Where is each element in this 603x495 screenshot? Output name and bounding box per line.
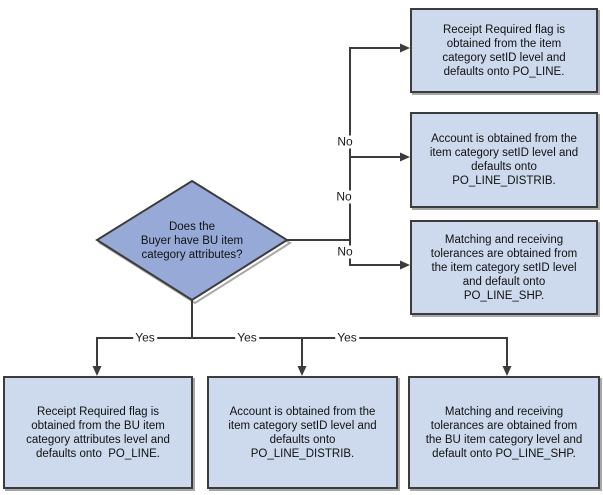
yes-edge-label-1: Yes [133, 330, 157, 345]
no-edge-label-3: No [335, 244, 355, 259]
no-box-tolerances: Matching and receiving tolerances are ob… [410, 220, 598, 315]
no-edge-label-1: No [335, 134, 355, 149]
yes-box-receipt-required: Receipt Required flag is obtained from t… [3, 376, 193, 489]
arrowhead-no-3 [400, 260, 410, 270]
yes-edge-label-2: Yes [235, 330, 259, 345]
yes-box-tolerances: Matching and receiving tolerances are ob… [408, 376, 600, 489]
arrowhead-yes-3 [502, 366, 512, 376]
decision-text: Does the Buyer have BU item category att… [140, 220, 244, 261]
no-box-receipt-required: Receipt Required flag is obtained from t… [410, 8, 598, 93]
arrowhead-no-1 [400, 43, 410, 53]
yes-box-account: Account is obtained from the item catego… [207, 376, 398, 489]
arrowhead-no-2 [400, 152, 410, 162]
no-box-account: Account is obtained from the item catego… [410, 112, 598, 208]
arrowhead-yes-2 [297, 366, 307, 376]
yes-edge-label-3: Yes [335, 330, 359, 345]
no-edge-label-2: No [334, 189, 354, 204]
arrowhead-yes-1 [92, 366, 102, 376]
